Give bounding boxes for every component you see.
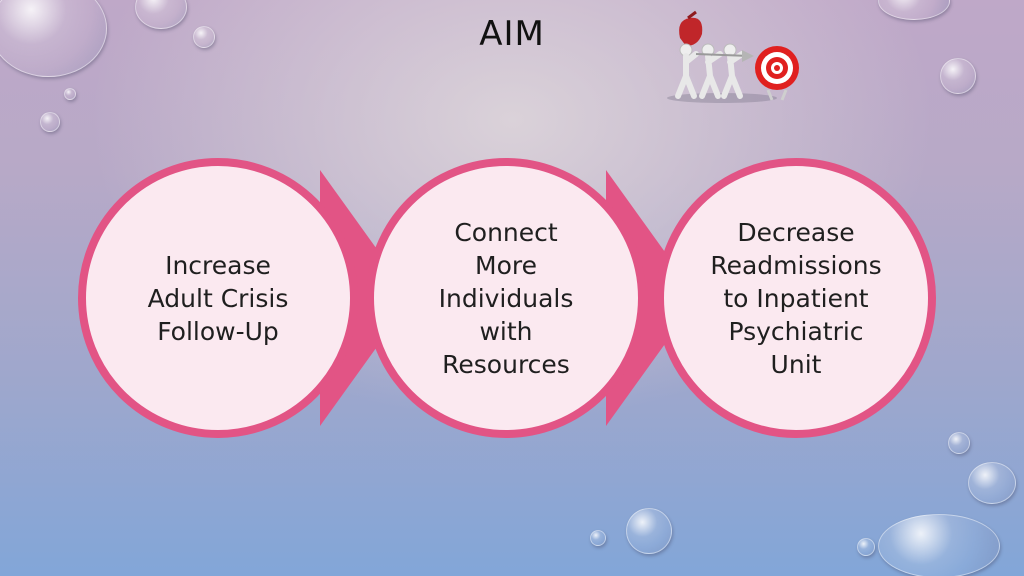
- step-circle-1: [78, 158, 358, 438]
- step-circle-3: [656, 158, 936, 438]
- slide-title: AIM: [479, 14, 545, 54]
- target-illustration: [667, 10, 799, 103]
- step-3-line: Readmissions: [710, 250, 882, 280]
- water-bubble: [857, 538, 875, 556]
- water-bubble: [64, 88, 76, 100]
- water-bubble: [948, 432, 970, 454]
- water-bubble: [968, 462, 1016, 504]
- water-bubble: [590, 530, 606, 546]
- step-3-line: Decrease: [737, 217, 855, 247]
- water-bubble: [626, 508, 672, 554]
- step-2-line: Individuals: [438, 283, 574, 313]
- water-bubble: [878, 514, 1000, 576]
- water-bubble: [940, 58, 976, 94]
- step-2-line: Resources: [442, 349, 570, 379]
- step-2-line: Connect: [454, 217, 558, 247]
- step-2-label: Connect More Individuals with Resources: [386, 178, 626, 418]
- step-1-label: Increase Adult Crisis Follow-Up: [98, 178, 338, 418]
- step-3-line: to Inpatient: [723, 283, 869, 313]
- water-bubble: [40, 112, 60, 132]
- step-1-line: Increase: [165, 250, 271, 280]
- water-bubble: [193, 26, 215, 48]
- step-2-line: with: [479, 316, 533, 346]
- step-3-label: Decrease Readmissions to Inpatient Psych…: [676, 178, 916, 418]
- step-2-line: More: [475, 250, 537, 280]
- step-1-line: Adult Crisis: [147, 283, 289, 313]
- step-3-line: Psychiatric: [728, 316, 864, 346]
- step-1-line: Follow-Up: [157, 316, 279, 346]
- step-3-line: Unit: [770, 349, 822, 379]
- step-circle-2: [366, 158, 646, 438]
